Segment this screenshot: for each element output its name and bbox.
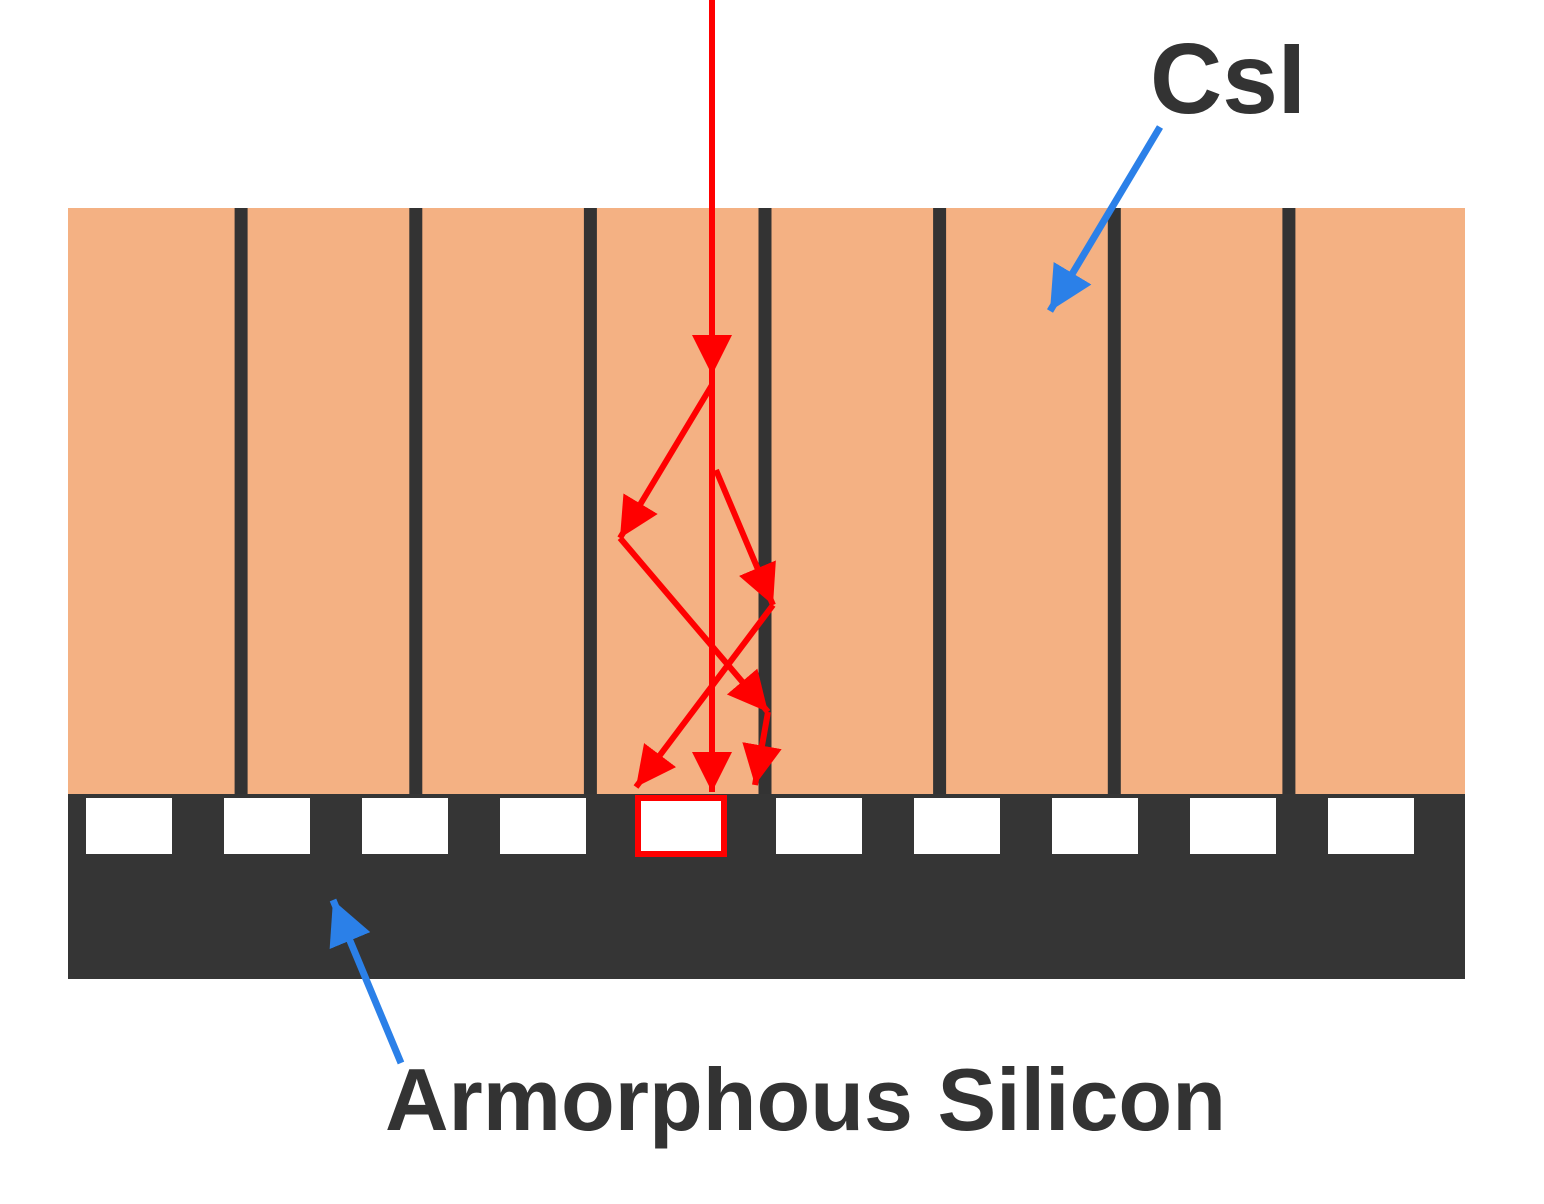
silicon-pointer-arrow xyxy=(329,898,405,1065)
detector-layer xyxy=(68,794,1465,979)
ray-paths xyxy=(617,0,782,792)
detector-pixel xyxy=(1052,798,1138,854)
column-divider xyxy=(758,208,772,796)
detector-pixels xyxy=(86,795,1414,857)
detector-pixel xyxy=(86,798,172,854)
csi-pointer-arrow xyxy=(1046,125,1164,313)
column-divider xyxy=(1107,208,1121,796)
reflected-ray-left xyxy=(617,536,771,714)
detector-pixel xyxy=(1190,798,1276,854)
detector-pixel xyxy=(776,798,862,854)
column-divider xyxy=(933,208,947,796)
column-divider xyxy=(1282,208,1296,796)
detector-pixel xyxy=(224,798,310,854)
scatter-ray-right xyxy=(713,468,776,607)
highlighted-pixel xyxy=(635,795,727,857)
column-divider xyxy=(409,208,423,796)
reflected-ray-right xyxy=(633,603,776,789)
csi-label: CsI xyxy=(1150,23,1306,135)
reflected-ray-left-tail xyxy=(742,711,782,786)
scatter-ray-left xyxy=(617,383,715,540)
pointer-arrows xyxy=(329,125,1164,1065)
amorphous-silicon-label: Armorphous Silicon xyxy=(385,1050,1226,1149)
column-divider xyxy=(234,208,248,796)
detector-pixel xyxy=(500,798,586,854)
detector-pixel xyxy=(362,798,448,854)
column-divider xyxy=(583,208,597,796)
detector-pixel xyxy=(914,798,1000,854)
column-dividers xyxy=(234,208,1296,796)
detector-pixel xyxy=(1328,798,1414,854)
